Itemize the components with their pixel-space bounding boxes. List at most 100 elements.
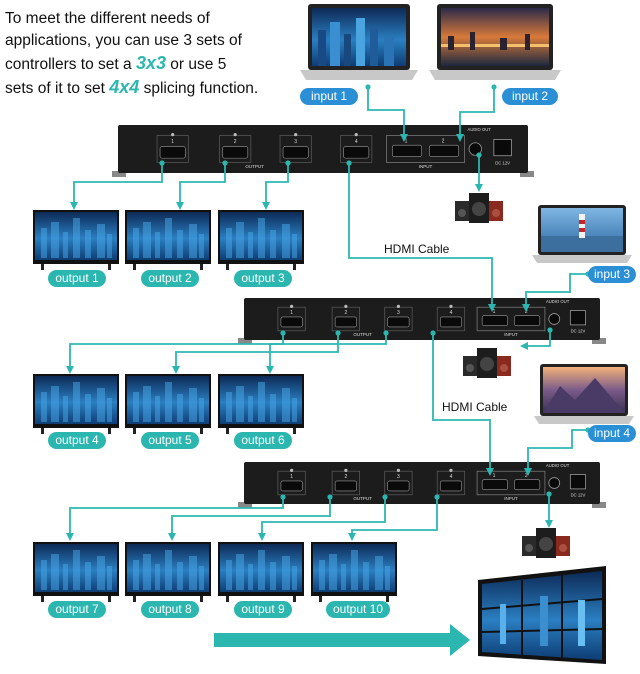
- port-led: [396, 468, 401, 472]
- hdmi-port: [222, 146, 249, 159]
- tv-skyline: [363, 562, 369, 590]
- laptop-input-2: [429, 4, 561, 80]
- hdmi-port: [481, 315, 508, 327]
- pill-output-9: output 9: [234, 601, 292, 618]
- tv-skyline: [248, 564, 253, 590]
- big-arrow: [214, 624, 470, 656]
- hdmi-port: [280, 316, 303, 328]
- tv-skyline: [143, 554, 151, 590]
- output-port-number: 1: [171, 139, 174, 145]
- input-port-frame: [476, 306, 546, 332]
- tv-skyline: [199, 234, 204, 258]
- audio-out-label: AUDIO OUT: [546, 463, 570, 468]
- tv-skyline: [248, 232, 253, 258]
- tv-skyline: [236, 222, 244, 258]
- tv-leg: [226, 428, 229, 434]
- output-port-number: 1: [290, 474, 293, 480]
- port-led: [290, 468, 294, 472]
- hdmi-port: [159, 146, 186, 159]
- dc-label: DC 12V: [571, 492, 586, 497]
- hdmi-port: [514, 479, 541, 491]
- port-led: [171, 133, 175, 137]
- tv-skyline: [63, 232, 68, 258]
- tv-skyline: [73, 382, 80, 422]
- speaker-cone: [492, 209, 500, 217]
- tv-skyline: [51, 554, 59, 590]
- hdmi-port: [481, 479, 508, 491]
- hdmi-port: [514, 315, 541, 327]
- tv-leg: [200, 428, 203, 434]
- hdmi-port: [387, 316, 410, 328]
- headline-line-1: To meet the different needs of: [5, 10, 210, 27]
- tv-skyline: [341, 564, 346, 590]
- output-port-number: 1: [290, 310, 293, 316]
- tv-skyline: [107, 234, 112, 258]
- device-body: [244, 462, 600, 504]
- tv-skyline: [107, 398, 112, 422]
- pill-output-1: output 1: [48, 270, 106, 287]
- pill-output-2: output 2: [141, 270, 199, 287]
- hdmi-port: [334, 316, 357, 328]
- hdmi-port: [439, 480, 462, 492]
- cable-label-1: HDMI Cable: [384, 242, 450, 256]
- tv-skyline: [258, 218, 265, 258]
- tv-leg: [108, 264, 111, 270]
- speaker-set-2: [463, 348, 511, 378]
- tv-skyline: [133, 560, 139, 590]
- input-port-number: 2: [442, 138, 445, 144]
- tv-skyline: [248, 396, 253, 422]
- output-port-number: 3: [397, 474, 400, 480]
- hdmi-port: [334, 480, 357, 492]
- port-led: [449, 468, 453, 472]
- cable-label-2: HDMI Cable: [442, 400, 508, 414]
- input-port-frame: [476, 470, 546, 496]
- hdmi-port: [280, 480, 303, 492]
- tv-leg: [41, 264, 44, 270]
- tv-skyline: [258, 550, 265, 590]
- port-led: [344, 468, 348, 472]
- output-port-number: 4: [450, 474, 453, 480]
- tv-skyline: [51, 386, 59, 422]
- input-port-number: 1: [405, 138, 408, 144]
- tv-skyline: [282, 556, 290, 590]
- dc-label: DC 12V: [571, 328, 586, 333]
- tv-output-6: [218, 374, 304, 434]
- tv-skyline: [189, 556, 197, 590]
- tv-skyline: [292, 234, 297, 258]
- device-body: [244, 298, 600, 340]
- tv-skyline: [133, 392, 139, 422]
- pill-input-1: input 1: [300, 88, 358, 105]
- line-output-3: [262, 160, 291, 210]
- tv-skyline: [177, 562, 183, 590]
- line-input-2: [456, 84, 497, 142]
- tv-skyline: [97, 556, 105, 590]
- tv-skyline: [375, 556, 383, 590]
- subwoofer-cone: [480, 357, 494, 371]
- pill-output-10: output 10: [326, 601, 390, 618]
- pill-output-4: output 4: [48, 432, 106, 449]
- subwoofer-cone: [472, 202, 486, 216]
- tv-skyline: [189, 388, 197, 422]
- tv-skyline: [270, 394, 276, 422]
- tv-skyline: [97, 224, 105, 258]
- tv-skyline: [51, 222, 59, 258]
- output-port-number: 2: [344, 474, 347, 480]
- tv-skyline: [199, 566, 204, 590]
- speaker-cone: [559, 544, 567, 552]
- tv-output-2: [125, 210, 211, 270]
- tv-skyline: [85, 394, 91, 422]
- port-led: [396, 304, 401, 308]
- hdmi-port: [429, 144, 459, 157]
- tv-skyline: [226, 228, 232, 258]
- tv-leg: [133, 428, 136, 434]
- hdmi-port: [439, 316, 462, 328]
- tv-skyline: [226, 560, 232, 590]
- output-port-number: 4: [355, 139, 358, 145]
- dc-port: [569, 310, 586, 326]
- tv-output-10: [311, 542, 397, 602]
- tv-skyline: [282, 224, 290, 258]
- tv-output-3: [218, 210, 304, 270]
- pill-output-5: output 5: [141, 432, 199, 449]
